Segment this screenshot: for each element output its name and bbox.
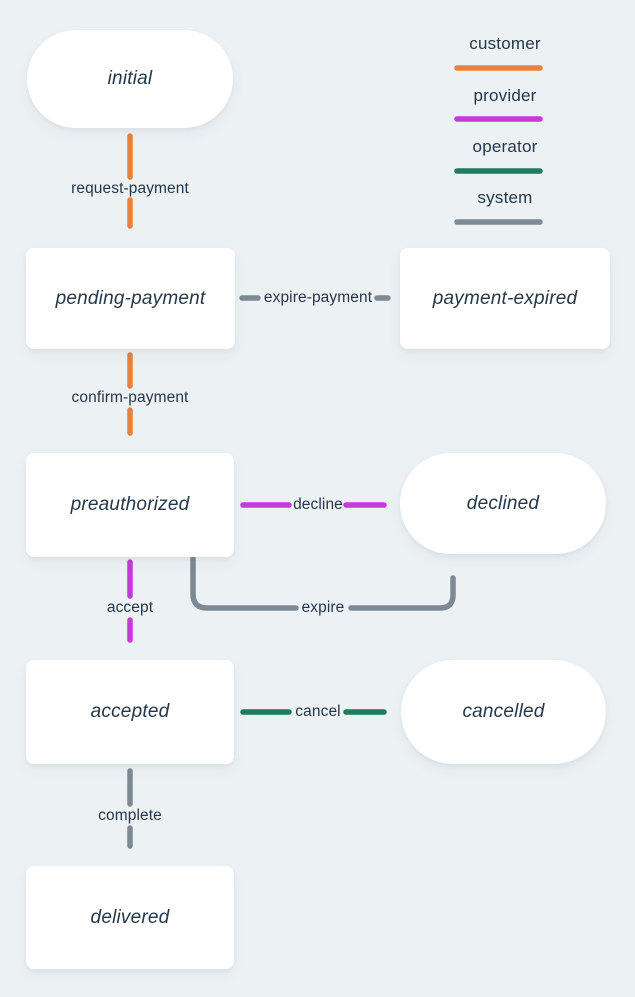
transition-label-cancel: cancel — [295, 703, 341, 720]
state-label: delivered — [90, 906, 170, 928]
transition-label-expire-payment: expire-payment — [263, 289, 373, 306]
state-label: initial — [107, 68, 153, 89]
transition-label-decline: decline — [293, 496, 343, 513]
transition-label-request-payment: request-payment — [71, 180, 189, 197]
state-node-initial: initial — [27, 30, 233, 128]
state-label: declined — [466, 492, 540, 514]
state-node-cancelled: cancelled — [401, 660, 606, 764]
transition-label-complete: complete — [98, 807, 162, 824]
state-label: preauthorized — [70, 494, 190, 515]
state-label: payment-expired — [432, 287, 578, 309]
legend-item-provider: provider — [473, 86, 537, 105]
state-node-accepted: accepted — [26, 660, 234, 764]
legend-item-operator: operator — [472, 137, 538, 156]
legend-item-system: system — [477, 188, 533, 207]
state-label: accepted — [90, 701, 170, 722]
state-node-declined: declined — [400, 453, 606, 554]
transition-label-confirm-payment: confirm-payment — [71, 389, 189, 406]
state-node-preauthorized: preauthorized — [26, 453, 234, 557]
state-label: pending-payment — [55, 287, 206, 309]
state-node-pending-payment: pending-payment — [26, 248, 235, 349]
state-node-delivered: delivered — [26, 866, 234, 969]
legend-item-customer: customer — [469, 34, 541, 53]
state-node-payment-expired: payment-expired — [400, 248, 610, 349]
state-label: cancelled — [462, 701, 545, 722]
transition-label-accept: accept — [106, 599, 154, 616]
transition-label-expire: expire — [301, 599, 345, 616]
